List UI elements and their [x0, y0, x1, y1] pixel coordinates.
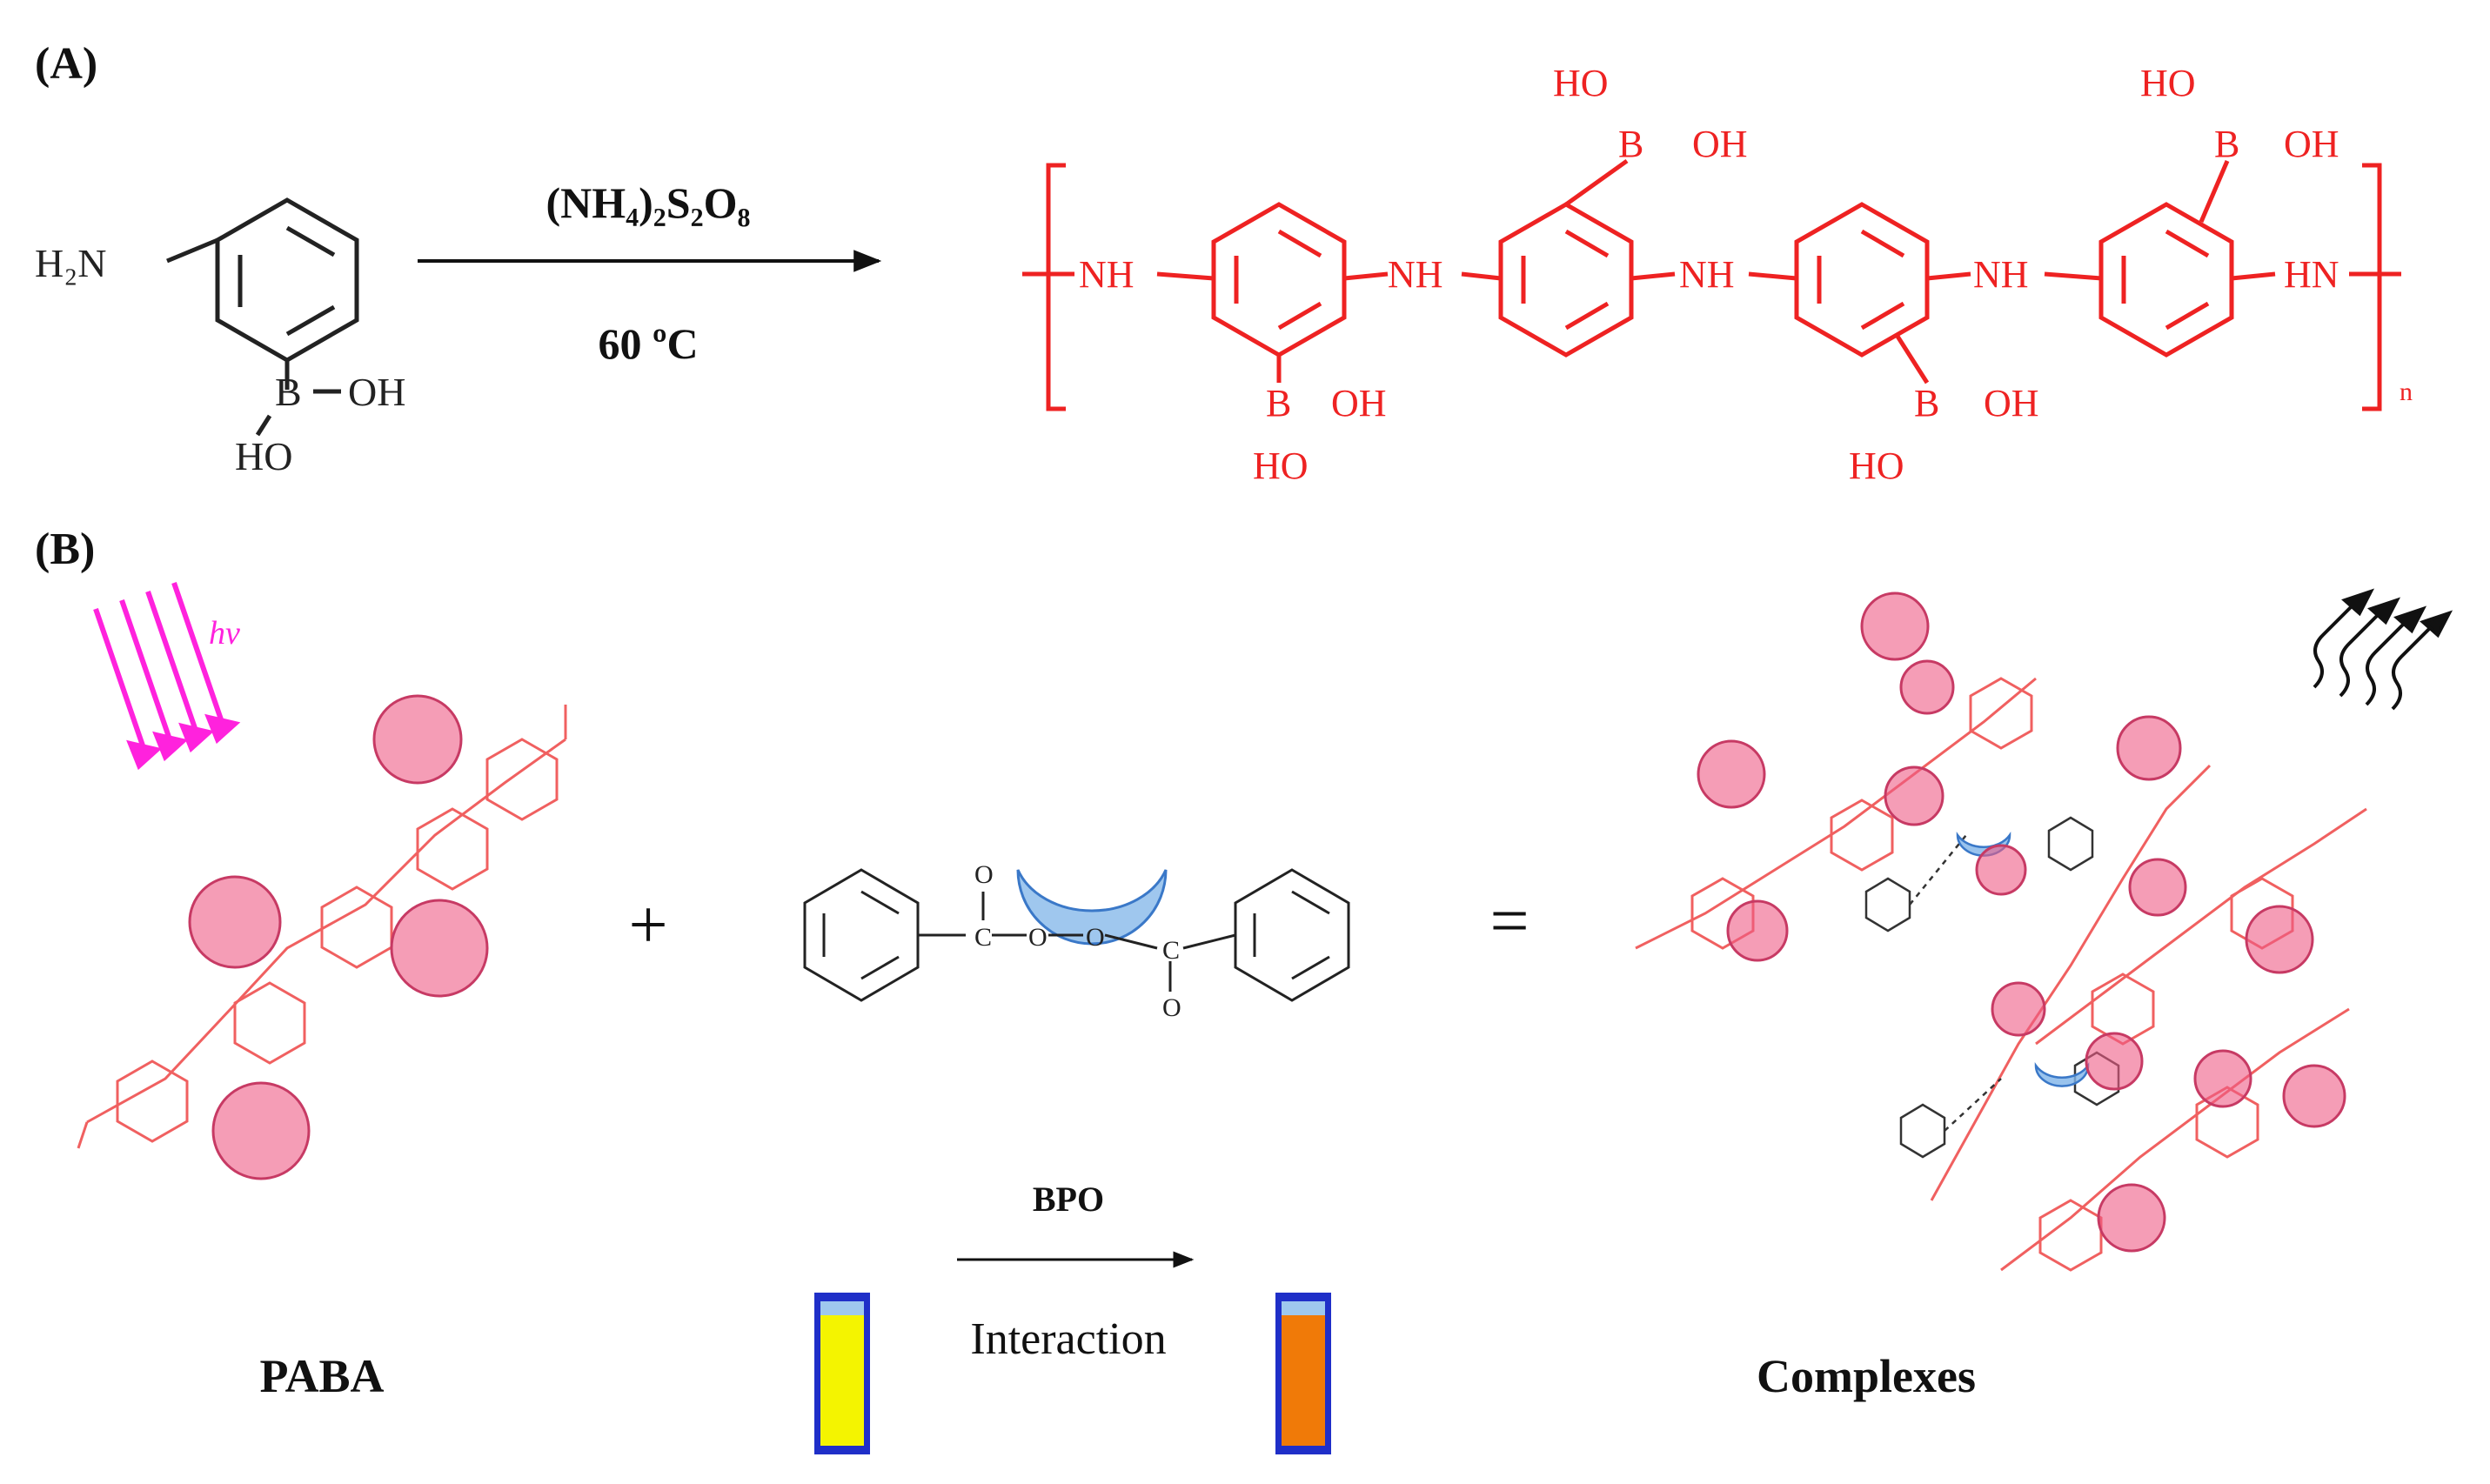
- b-top-2: B: [2214, 123, 2239, 165]
- product-ring-3: [1794, 202, 1930, 358]
- oh-top-2: OH: [2284, 123, 2339, 165]
- interaction-label: Interaction: [970, 1314, 1166, 1364]
- boronic-highlight: [1726, 899, 1789, 962]
- boronic-highlight: [188, 875, 282, 969]
- plus-sign: +: [628, 887, 667, 964]
- nh-label-2: NH: [1388, 253, 1443, 296]
- oh-bottom-1: OH: [1331, 382, 1387, 424]
- left-bracket: [1046, 163, 1066, 411]
- amine-label: H₂N: [35, 241, 106, 285]
- bpo-arrow-label: BPO: [1033, 1180, 1104, 1219]
- nh-label-3: NH: [1679, 253, 1735, 296]
- paba-caption: PABA: [260, 1350, 385, 1402]
- oh-top-1: OH: [1692, 123, 1748, 165]
- peroxide-o-1: O: [1028, 923, 1048, 952]
- boronic-highlight: [1884, 765, 1944, 826]
- boronic-highlight: [2193, 1049, 2252, 1108]
- b-top-1: B: [1618, 123, 1643, 165]
- carbon-left: C: [974, 923, 992, 952]
- boronic-highlight: [211, 1081, 311, 1180]
- condition-label: 60 ºC: [598, 319, 698, 368]
- scattered-light-arrows: [2313, 588, 2453, 711]
- product-ring-4: [2098, 202, 2234, 358]
- complexes-diagram: [1635, 592, 2367, 1272]
- ho-top-1: HO: [1553, 62, 1609, 104]
- ho-bottom-2: HO: [1849, 445, 1904, 487]
- panel-a-label: (A): [35, 39, 97, 89]
- hn-label: HN: [2284, 253, 2339, 296]
- boronic-highlight: [2282, 1064, 2346, 1128]
- vial-after: [1275, 1293, 1331, 1454]
- ho-label: HO: [235, 434, 292, 478]
- reactant-aminophenylboronic-acid: [166, 197, 359, 437]
- boronic-highlight: [390, 899, 489, 998]
- paba-polymer-structure: NH NH NH NH HN HO B OH HO B OH B OH HO B…: [1022, 62, 2413, 487]
- repeat-index: n: [2400, 378, 2413, 406]
- carbonyl-o-right: O: [1162, 993, 1181, 1022]
- nh-label-4: NH: [1973, 253, 2029, 296]
- panel-a: (A) H₂N B OH HO (NH₄)₂S₂O₈ 60 ºC: [35, 39, 2413, 487]
- b-bottom-2: B: [1914, 382, 1939, 424]
- panel-b-label: (B): [35, 525, 95, 574]
- product-ring-2: [1498, 202, 1634, 358]
- b-bottom-1: B: [1266, 382, 1291, 424]
- boronic-highlight: [1899, 659, 1955, 715]
- panel-b: (B) hv: [35, 525, 2453, 1454]
- carbon-right: C: [1162, 936, 1180, 965]
- boronic-highlight: [1697, 739, 1766, 809]
- peroxide-highlight: [2034, 1062, 2090, 1087]
- boronic-highlight: [1860, 592, 1930, 661]
- peroxide-highlight: [1016, 869, 1168, 946]
- phenyl-ring-left: [803, 868, 920, 1002]
- product-ring-1: [1211, 202, 1347, 358]
- bpo-structure: O C O O C O: [803, 860, 1350, 1022]
- oh-bottom-2: OH: [1984, 382, 2039, 424]
- boronic-highlight: [2245, 905, 2314, 974]
- boronic-highlight: [2097, 1183, 2166, 1253]
- boron-label: B: [275, 370, 302, 414]
- ho-top-2: HO: [2140, 62, 2196, 104]
- ho-bottom-1: HO: [1253, 445, 1309, 487]
- paba-chain-diagram: [77, 694, 567, 1180]
- right-bracket: [2362, 163, 2382, 411]
- hv-label: hv: [209, 615, 240, 652]
- boronic-highlight: [1975, 844, 2027, 896]
- equals-sign: =: [1489, 883, 1529, 959]
- oh-label: OH: [348, 370, 405, 414]
- reagent-label: (NH₄)₂S₂O₈: [546, 178, 751, 227]
- boronic-highlight: [372, 694, 463, 785]
- boronic-highlight: [2116, 715, 2182, 781]
- carbonyl-o-left: O: [974, 860, 994, 889]
- nh-label-1: NH: [1079, 253, 1135, 296]
- amine-bond: [166, 237, 218, 264]
- light-irradiation-arrows: [93, 582, 241, 771]
- boronic-highlight: [2128, 858, 2187, 917]
- complexes-caption: Complexes: [1757, 1350, 1976, 1402]
- vial-before: [814, 1293, 870, 1454]
- boronic-highlight: [2085, 1032, 2144, 1091]
- peroxide-o-2: O: [1086, 923, 1105, 952]
- phenyl-ring-right: [1234, 868, 1350, 1002]
- boronic-highlight: [1991, 981, 2046, 1037]
